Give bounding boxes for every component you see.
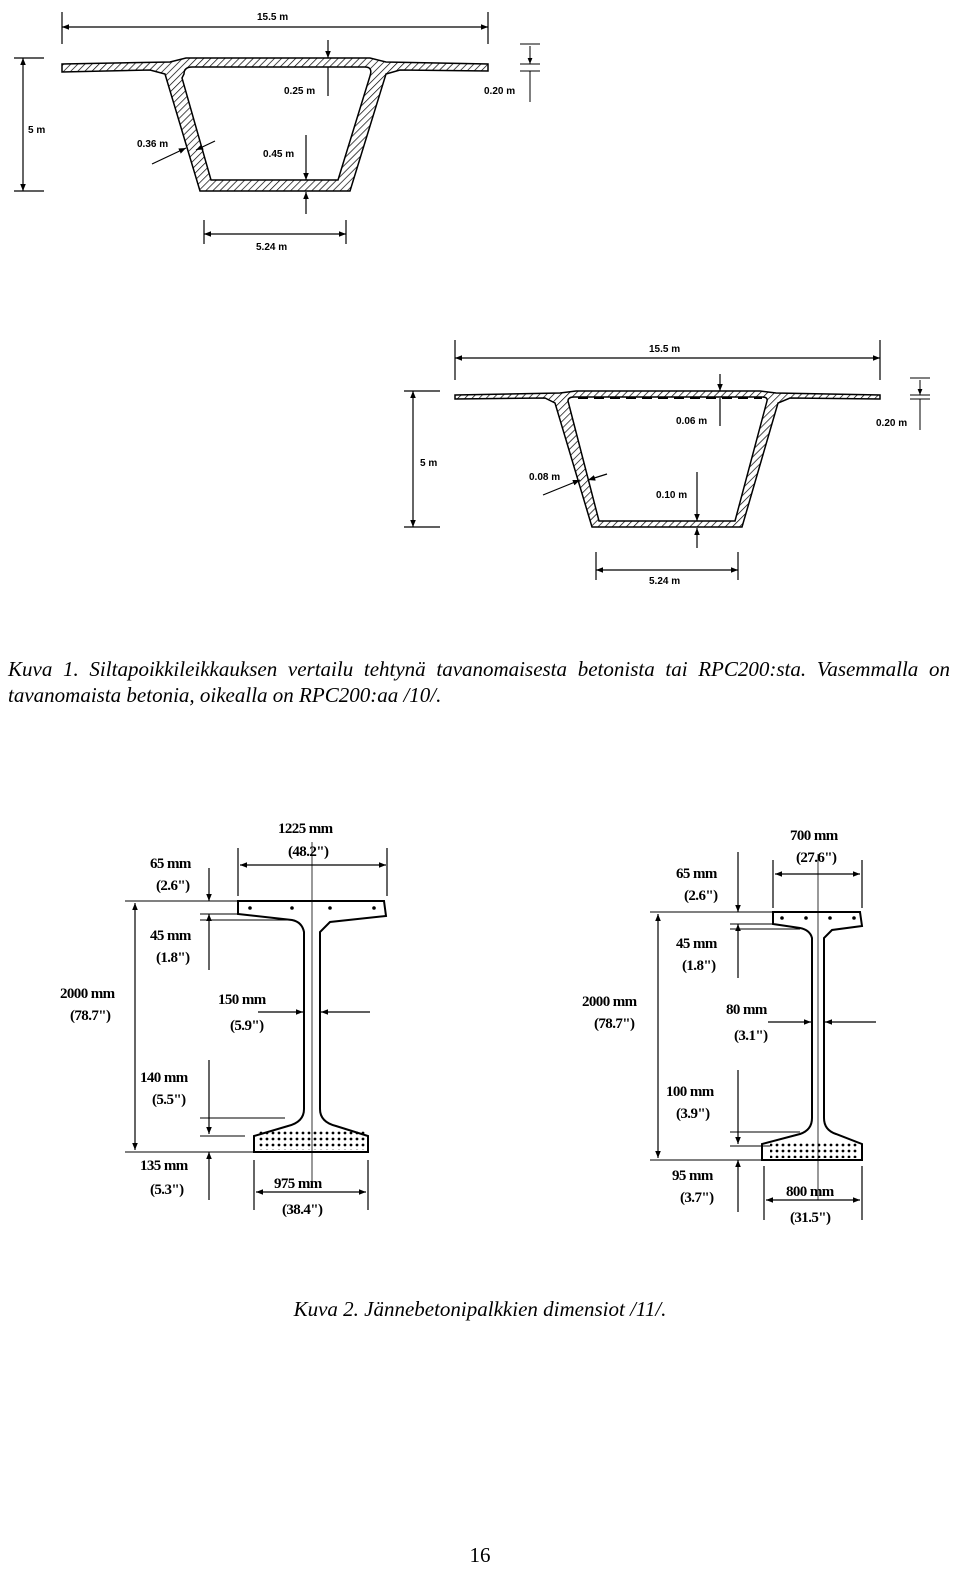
right-bottom-thickness-in-label: (3.7") [680,1190,714,1206]
conv-bottom-thickness-label: 0.45 m [263,149,294,160]
left-haunch-bottom-label: 140 mm [140,1070,189,1086]
right-i-beam-shape [761,911,864,1161]
left-top-thickness-label: 65 mm [150,856,192,872]
left-top-width-label: 1225 mm [278,821,334,837]
right-i-beam: 700 mm (27.6") 65 mm (2.6") 45 mm (1.8")… [582,828,876,1226]
left-bottom-width-label: 975 mm [274,1176,323,1192]
left-bottom-width-in-label: (38.4") [282,1202,323,1218]
right-top-thickness-label: 65 mm [676,866,718,882]
rpc-section: 15.5 m 5 m 0.06 m 0.20 m 0.08 m 0.10 m 5… [404,340,930,587]
right-top-width-label: 700 mm [790,828,839,844]
rpc-web-thickness-label: 0.08 m [529,472,560,483]
left-web-label: 150 mm [218,992,267,1008]
figure-2-caption: Kuva 2. Jännebetonipalkkien dimensiot /1… [293,1297,667,1321]
right-haunch-bottom-in-label: (3.9") [676,1106,710,1122]
left-top-width-in-label: (48.2") [288,844,329,860]
left-web-in-label: (5.9") [230,1018,264,1034]
right-web-label: 80 mm [726,1002,768,1018]
left-haunch-bottom-in-label: (5.5") [152,1092,186,1108]
right-top-thickness-in-label: (2.6") [684,888,718,904]
figure-2-i-beams: 1225 mm (48.2") 65 mm (2.6") 45 mm (1.8"… [60,821,876,1226]
left-bottom-thickness-in-label: (5.3") [150,1182,184,1198]
right-height-label: 2000 mm [582,994,638,1010]
right-top-width-in-label: (27.6") [796,850,837,866]
rpc-height-label: 5 m [420,458,437,469]
right-web-in-label: (3.1") [734,1028,768,1044]
conv-flange-edge-label: 0.20 m [484,86,515,97]
rpc-flange-edge-label: 0.20 m [876,418,907,429]
left-top-thickness-in-label: (2.6") [156,878,190,894]
left-bottom-thickness-label: 135 mm [140,1158,189,1174]
right-bottom-thickness-label: 95 mm [672,1168,714,1184]
figure-1-caption: Kuva 1. Siltapoikkileikkauksen vertailu … [8,657,950,707]
conv-web-thickness-label: 0.36 m [137,139,168,150]
rpc-deck-thickness-label: 0.06 m [676,416,707,427]
rpc-bottom-width-label: 5.24 m [649,576,680,587]
conventional-section-shape [61,57,489,192]
rpc-section-shape [454,390,881,528]
right-height-in-label: (78.7") [594,1016,635,1032]
figure-1-box-girder-sections: 15.5 m 5 m 0.25 m 0.20 m 0.36 m 0.45 m 5… [14,12,930,587]
right-haunch-bottom-label: 100 mm [666,1084,715,1100]
conv-top-width-label: 15.5 m [257,12,288,23]
left-height-in-label: (78.7") [70,1008,111,1024]
rpc-top-width-label: 15.5 m [649,344,680,355]
page-number: 16 [469,1543,491,1567]
right-bottom-width-in-label: (31.5") [790,1210,831,1226]
conv-bottom-width-label: 5.24 m [256,242,287,253]
rpc-bottom-thickness-label: 0.10 m [656,490,687,501]
conv-height-label: 5 m [28,125,45,136]
left-haunch-top-in-label: (1.8") [156,950,190,966]
conv-deck-thickness-label: 0.25 m [284,86,315,97]
left-haunch-top-label: 45 mm [150,928,192,944]
right-bottom-width-label: 800 mm [786,1184,835,1200]
left-height-label: 2000 mm [60,986,116,1002]
conventional-section: 15.5 m 5 m 0.25 m 0.20 m 0.36 m 0.45 m 5… [14,12,540,253]
right-haunch-top-in-label: (1.8") [682,958,716,974]
right-haunch-top-label: 45 mm [676,936,718,952]
left-i-beam: 1225 mm (48.2") 65 mm (2.6") 45 mm (1.8"… [60,821,388,1218]
